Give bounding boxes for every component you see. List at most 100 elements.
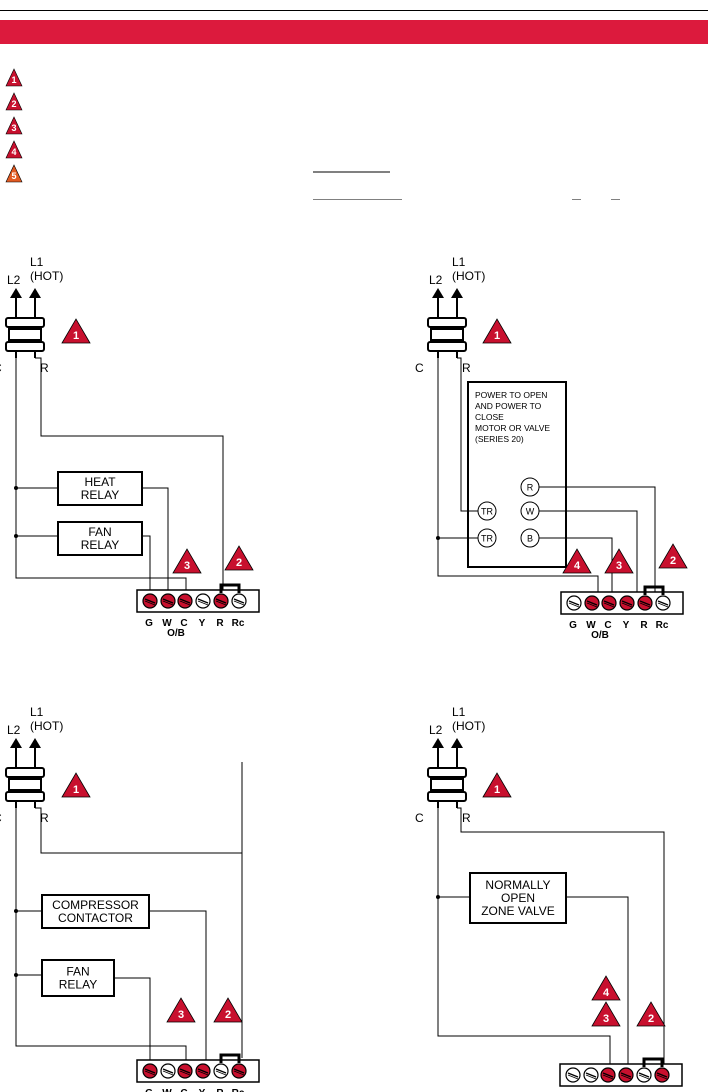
note-marker: 3	[166, 997, 196, 1023]
wire	[657, 602, 669, 608]
wire	[620, 1072, 632, 1078]
wire	[149, 910, 207, 1060]
wire	[179, 1070, 191, 1076]
label-l1: L1	[30, 255, 44, 269]
note-triangle	[61, 772, 91, 798]
diagram-heat-fan: L2L1(HOT)CR1HEATRELAYFANRELAYGWCYRRcO/B3…	[0, 255, 260, 639]
label-r: R	[40, 361, 49, 375]
wire	[638, 1074, 650, 1080]
terminal-label: Rc	[656, 620, 669, 631]
terminal-label: R	[216, 618, 224, 629]
motor-label: POWER TO OPEN	[475, 390, 547, 400]
wire	[567, 1072, 579, 1078]
note-number: 2	[225, 1009, 231, 1021]
terminal-label: Y	[199, 1088, 206, 1092]
motor-terminal-label: R	[527, 483, 534, 493]
box-label: CONTACTOR	[58, 911, 133, 925]
motor-terminal-label: TR	[481, 507, 493, 517]
note-number: 1	[73, 784, 79, 796]
wire	[15, 808, 187, 1060]
note-marker: 4	[562, 548, 592, 574]
note-legend-marker: 5	[5, 164, 23, 183]
wire	[197, 1070, 209, 1076]
fan-relay-box	[41, 959, 115, 997]
note-triangle	[591, 975, 621, 1001]
label-r: R	[40, 811, 49, 825]
wire	[539, 510, 638, 594]
transformer-coil	[427, 341, 467, 352]
transformer-core	[430, 328, 464, 341]
wire	[656, 1072, 668, 1078]
wire	[602, 1074, 614, 1080]
wire	[215, 598, 227, 604]
wire	[585, 1074, 597, 1080]
box-label: OPEN	[501, 891, 535, 905]
note-triangle	[5, 164, 23, 183]
wire	[621, 600, 633, 606]
transformer-coil	[427, 317, 467, 328]
label-l2: L2	[7, 273, 21, 287]
note-marker: 1	[482, 772, 512, 798]
note-triangle	[636, 1001, 666, 1027]
wire	[162, 598, 174, 604]
wire	[219, 583, 241, 593]
wire	[144, 600, 156, 606]
note-triangle	[61, 318, 91, 344]
wire	[603, 602, 615, 608]
motor-label: AND POWER TO	[475, 401, 542, 411]
terminal-label: W	[162, 1088, 172, 1092]
motor-terminal-label: B	[527, 534, 533, 544]
arrow-icon	[432, 288, 444, 298]
terminal-label: R	[640, 620, 648, 631]
top-rule	[0, 10, 708, 11]
terminal-label: Y	[199, 618, 206, 629]
note-marker: 2	[636, 1001, 666, 1027]
label-hot: (HOT)	[452, 719, 485, 733]
wire	[567, 1074, 579, 1080]
wire	[566, 896, 629, 1064]
wire	[162, 1070, 174, 1076]
terminal-label: W	[586, 620, 596, 631]
arrow-icon	[29, 288, 41, 298]
label-r: R	[462, 361, 471, 375]
terminal-label: C	[604, 620, 611, 631]
note-marker: 3	[604, 548, 634, 574]
note-number: 2	[648, 1013, 654, 1025]
note-marker: 1	[482, 318, 512, 344]
terminal-label: G	[569, 620, 577, 631]
transformer-coil	[427, 767, 467, 778]
note-marker: 1	[61, 318, 91, 344]
wire	[215, 600, 227, 606]
wire	[639, 602, 651, 608]
note-marker: 2	[658, 543, 688, 569]
label-c: C	[415, 361, 424, 375]
note-triangle	[213, 997, 243, 1023]
wire	[437, 358, 599, 594]
box-label: FAN	[66, 965, 89, 979]
wire	[179, 598, 191, 604]
motor-label: (SERIES 20)	[475, 434, 524, 444]
terminal-label: R	[216, 1088, 224, 1092]
arrow-icon	[432, 738, 444, 748]
motor-terminal-label: TR	[481, 534, 493, 544]
wire	[586, 602, 598, 608]
label-c: C	[415, 811, 424, 825]
terminal-label: G	[145, 618, 153, 629]
wire	[197, 600, 209, 606]
note-triangle	[604, 548, 634, 574]
label-l1: L1	[30, 705, 44, 719]
note-number: 2	[11, 99, 16, 109]
transformer-core	[8, 328, 42, 341]
wire	[457, 357, 478, 512]
wire	[642, 1057, 664, 1067]
note-number: 3	[603, 1013, 609, 1025]
note-number: 3	[178, 1009, 184, 1021]
wire	[602, 1072, 614, 1078]
note-number: 4	[603, 987, 610, 999]
transformer-coil	[5, 317, 45, 328]
terminal-label-ob: O/B	[167, 628, 185, 639]
terminal-label: Rc	[232, 618, 245, 629]
wire	[457, 807, 665, 1064]
note-legend-marker: 3	[5, 116, 23, 135]
